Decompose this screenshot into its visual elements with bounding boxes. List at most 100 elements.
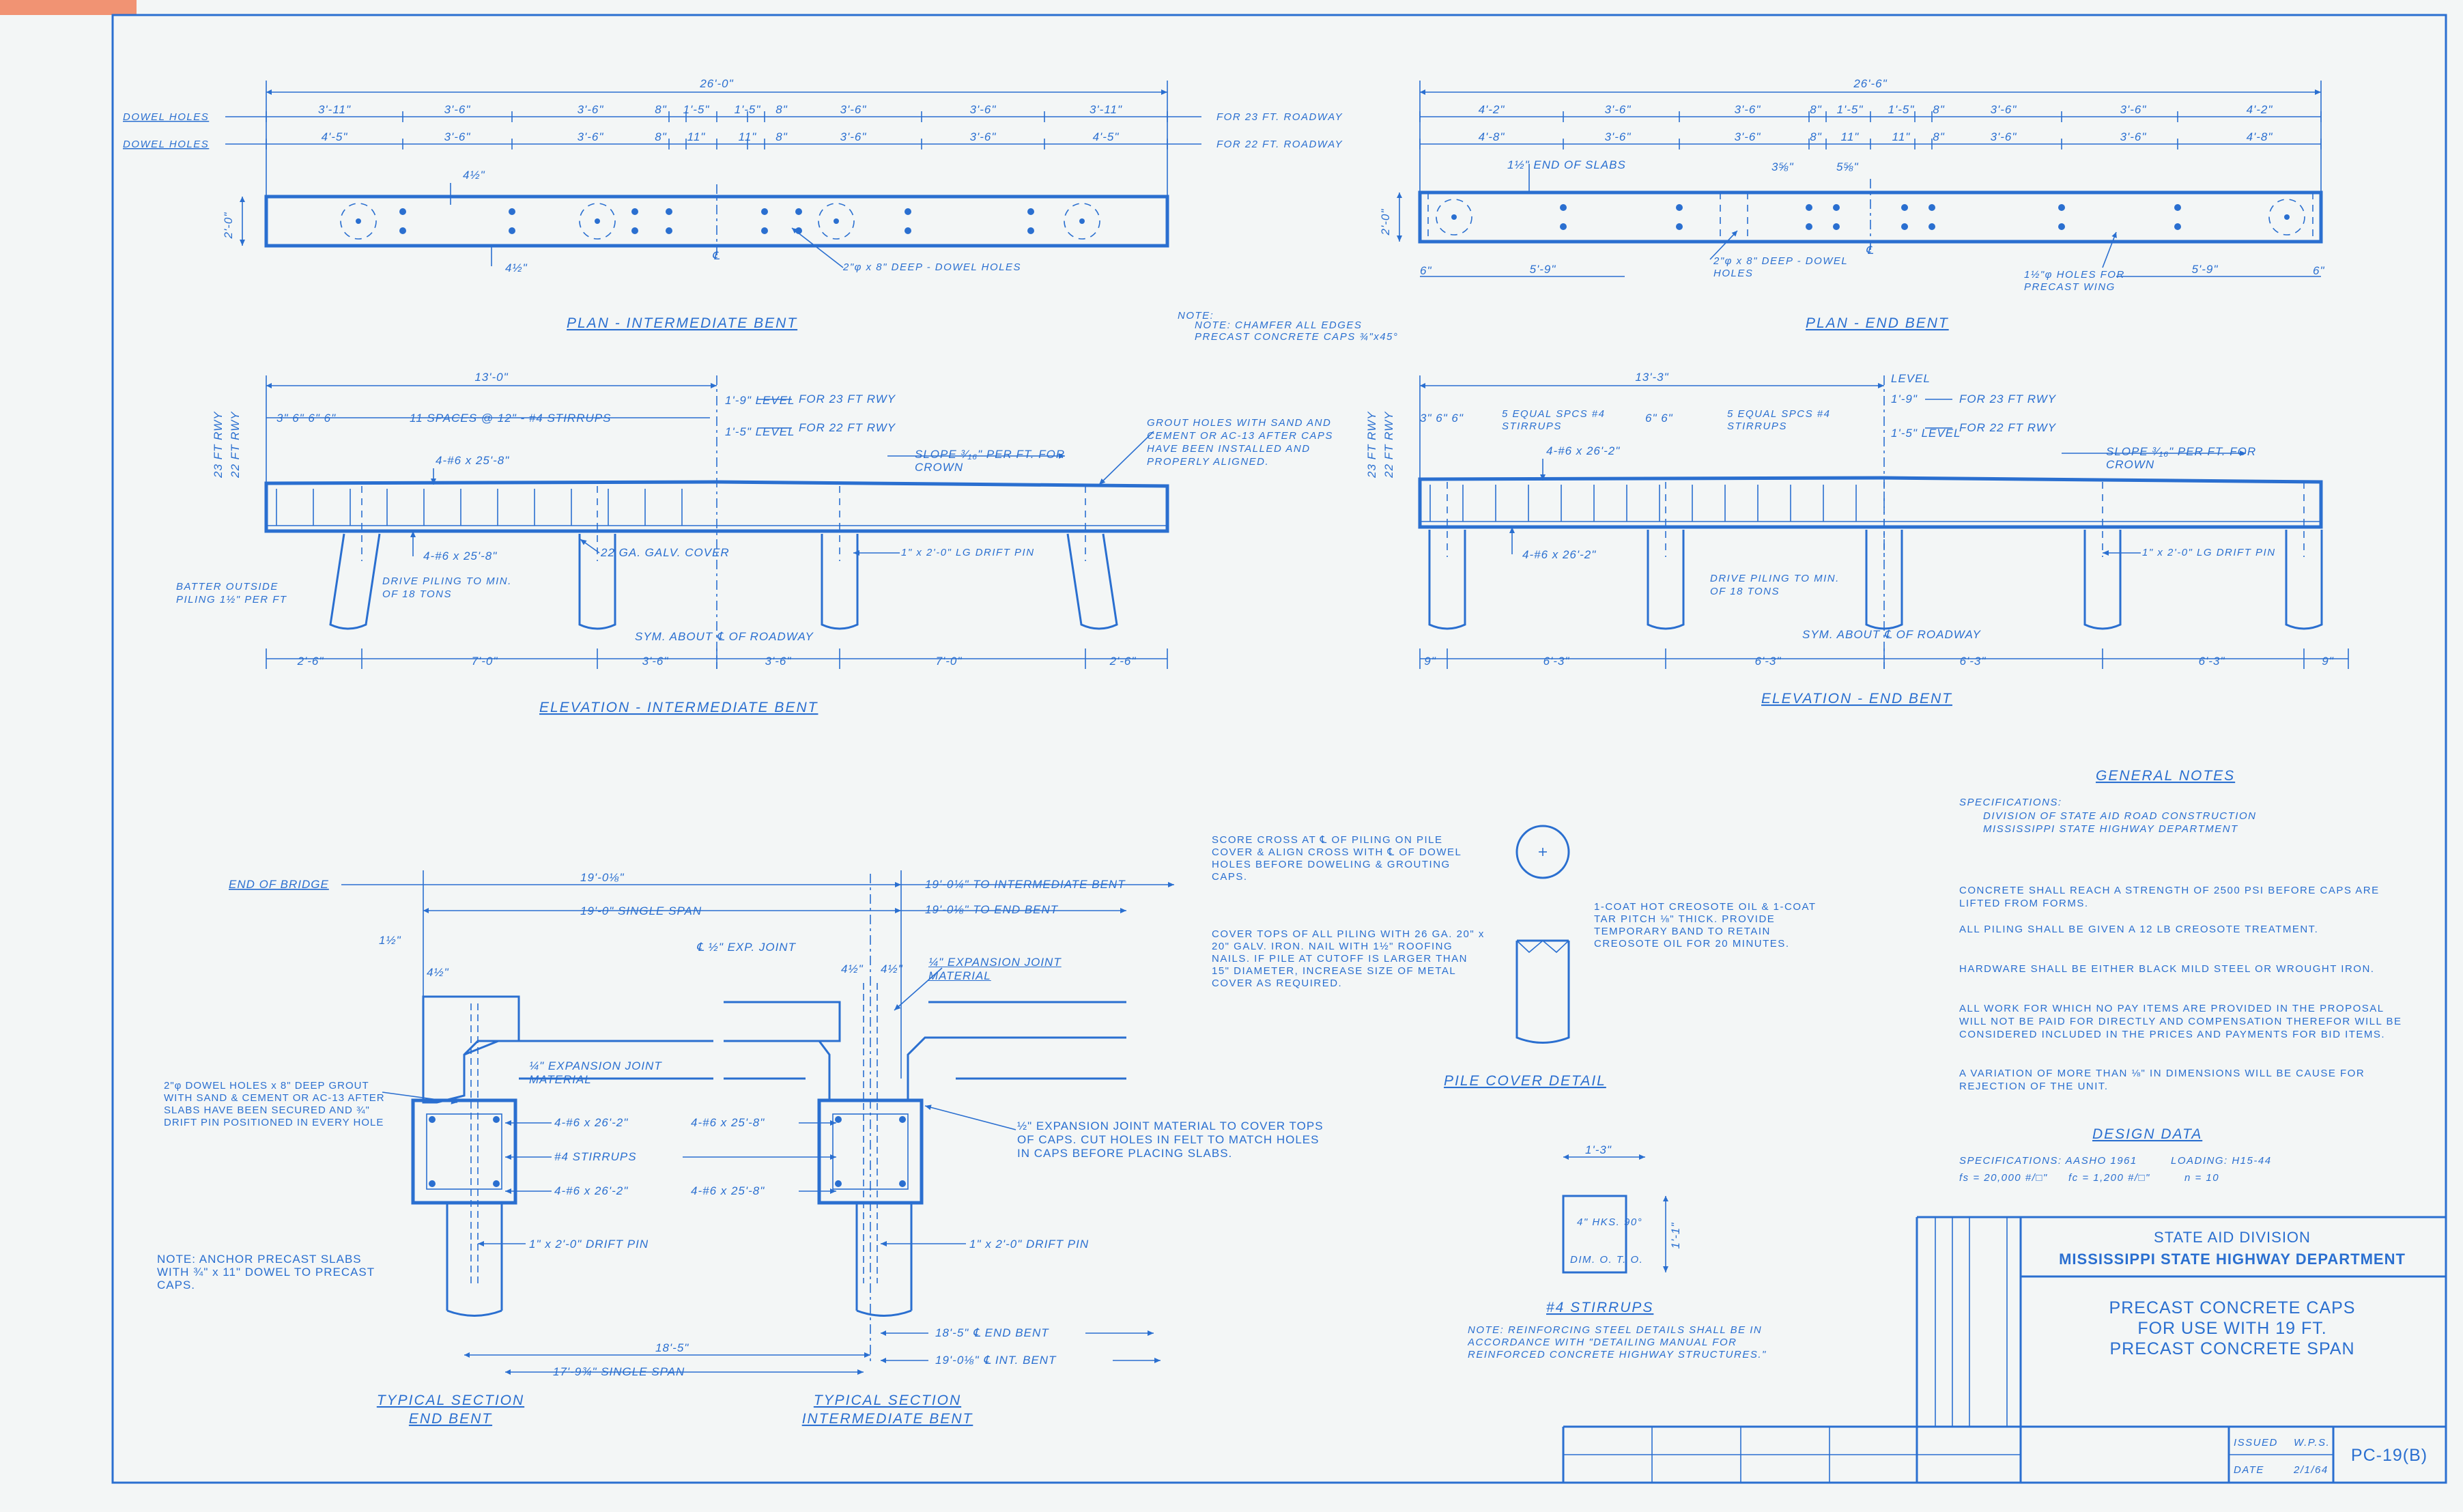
steel-note: NOTE: REINFORCING STEEL DETAILS SHALL BE… — [1468, 1324, 1767, 1360]
dowel-hole — [631, 227, 638, 234]
pile — [821, 534, 859, 630]
drive-note: DRIVE PILING TO MIN. OF 18 TONS — [382, 575, 512, 600]
overall-dim: 26'-0" — [699, 77, 733, 90]
span-dim: 7'-0" — [472, 655, 498, 668]
plan-intermediate-title: PLAN - INTERMEDIATE BENT — [567, 315, 797, 331]
dowel-hole — [795, 208, 802, 215]
pile — [329, 533, 381, 630]
span-dim: 6'-3" — [1960, 655, 1987, 668]
row1-dim: 3'-6" — [1605, 103, 1632, 116]
row2-dim: 11" — [739, 130, 757, 143]
row1-dim: 3'-6" — [840, 103, 867, 116]
design-2: LOADING: H15-44 — [2171, 1155, 2272, 1167]
pile-cover-plan — [1515, 825, 1570, 879]
dowel-hole — [399, 208, 406, 215]
sym-note: SYM. ABOUT ℄ OF ROADWAY — [1802, 628, 1982, 641]
centerline-mark: ℄ — [712, 249, 720, 262]
pile-center — [1451, 214, 1457, 220]
dim-d2: 19'-0" SINGLE SPAN — [580, 904, 702, 917]
section-int-title-2: INTERMEDIATE BENT — [802, 1411, 973, 1427]
dim-4-5: 4½" — [427, 966, 449, 979]
left-rwy-23: 23 FT RWY — [1365, 411, 1378, 479]
elevation-end-title: ELEVATION - END BENT — [1761, 691, 1952, 707]
pile-center — [356, 218, 361, 224]
level-2: 1'-5" LEVEL — [725, 425, 795, 438]
dowel-hole — [666, 227, 672, 234]
dim-1-5: 1½" — [379, 934, 401, 947]
span-dim: 2'-6" — [297, 655, 324, 668]
row1-dim: 8" — [1933, 103, 1945, 116]
span-dim: 6'-3" — [1543, 655, 1570, 668]
end-cap-section — [411, 1098, 517, 1205]
grout-note: GROUT HOLES WITH SAND AND CEMENT OR AC-1… — [1147, 417, 1333, 468]
end-of-bridge: END OF BRIDGE — [229, 878, 329, 891]
design-3: fs = 20,000 #/□" — [1959, 1172, 2048, 1184]
dim-b: 5⅝" — [1836, 160, 1859, 173]
dowel-label-2: DOWEL HOLES — [123, 139, 209, 150]
row2-dim: 11" — [1892, 130, 1911, 143]
end-of-slabs: 1½" END OF SLABS — [1507, 158, 1626, 171]
span-dim: 6'-3" — [2199, 655, 2225, 668]
section-end-title-1: TYPICAL SECTION — [377, 1393, 524, 1408]
row1-dim: 1'-5" — [735, 103, 761, 116]
chamfer-line1: NOTE: — [1178, 310, 1214, 322]
pile — [1066, 533, 1118, 630]
dowel-hole — [509, 208, 515, 215]
dowel-hole — [2174, 204, 2181, 211]
chamfer-note: NOTE: NOTE: CHAMFER ALL EDGES PRECAST CO… — [1178, 310, 1397, 343]
left-rwy-23: 23 FT RWY — [212, 411, 225, 479]
date-label: DATE — [2234, 1464, 2264, 1476]
pile-elevation — [1515, 941, 1570, 1044]
dowel-hole — [631, 208, 638, 215]
dowel-hole — [1806, 204, 1812, 211]
dowel-hole — [1560, 204, 1567, 211]
row1-dim: 8" — [1810, 103, 1822, 116]
pile-cover-detail: SCORE CROSS AT ℄ OF PILING ON PILE COVER… — [1212, 825, 1817, 1089]
level-2: 1'-5" LEVEL — [1891, 427, 1961, 440]
row2-note: FOR 22 FT. ROADWAY — [1216, 139, 1343, 150]
row2-dim: 3'-6" — [970, 130, 997, 143]
pile — [578, 534, 616, 630]
drift-pin-1: 1" x 2'-0" DRIFT PIN — [529, 1238, 649, 1251]
side-dims: 3" 6" 6" — [1420, 412, 1464, 425]
stirrup-height: 1'-1" — [1669, 1223, 1682, 1249]
cover-tops-note: COVER TOPS OF ALL PILING WITH 26 GA. 20"… — [1212, 928, 1485, 989]
wing-callout: 1½"φ HOLES FOR PRECAST WING — [2024, 269, 2125, 293]
design-1: SPECIFICATIONS: AASHO 1961 — [1959, 1155, 2137, 1167]
section-end-title-2: END BENT — [409, 1411, 492, 1427]
bars-end-bot: 4-#6 x 26'-2" — [554, 1184, 628, 1197]
dowel-hole — [1901, 204, 1908, 211]
row1-note: FOR 23 FT. ROADWAY — [1216, 111, 1343, 123]
span-dim: 7'-0" — [936, 655, 963, 668]
typical-sections: END OF BRIDGE 19'-0⅛" 19'-0¼" TO INTERME… — [157, 870, 1323, 1427]
dowel-callout: 2"φ x 8" DEEP - DOWEL HOLES — [1713, 255, 1848, 279]
top-bar: 4-#6 x 25'-8" — [436, 454, 509, 467]
dim-d1: 19'-0⅛" — [580, 871, 624, 884]
note-5: A VARIATION OF MORE THAN ⅛" IN DIMENSION… — [1959, 1068, 2365, 1092]
row2-dim: 11" — [687, 130, 706, 143]
dim-a: 3⅝" — [1771, 160, 1794, 173]
exp-mat-1: ¼" EXPANSION JOINT MATERIAL — [529, 1059, 662, 1086]
left-end-dim: 6" — [1420, 264, 1432, 277]
pile-outline — [1064, 203, 1100, 240]
left-rwy-22: 22 FT RWY — [1382, 411, 1395, 479]
row1-dim: 3'-6" — [1991, 103, 2017, 116]
row1-dim: 3'-6" — [970, 103, 997, 116]
row2-dim: 8" — [655, 130, 667, 143]
half-length: 13'-0" — [474, 371, 508, 384]
bars-int-bot: 4-#6 x 25'-8" — [691, 1184, 765, 1197]
row2-dim: 4'-8" — [2247, 130, 2273, 143]
row1-dim: 3'-6" — [444, 103, 471, 116]
top-bar: 4-#6 x 26'-2" — [1546, 444, 1620, 457]
drawing-title-3: PRECAST CONCRETE SPAN — [2109, 1339, 2354, 1358]
creosote-note: 1-COAT HOT CREOSOTE OIL & 1-COAT TAR PIT… — [1594, 901, 1817, 950]
anchor-note: NOTE: ANCHOR PRECAST SLABS WITH ¾" x 11"… — [157, 1253, 375, 1292]
dim-d5: 18'-5" — [655, 1341, 689, 1354]
drift-pin-note: 1" x 2'-0" LG DRIFT PIN — [901, 547, 1035, 558]
stirrups-left: 5 EQUAL SPCS #4 STIRRUPS — [1502, 408, 1606, 432]
design-4: fc = 1,200 #/□" — [2068, 1172, 2150, 1184]
bars-int-top: 4-#6 x 25'-8" — [691, 1116, 765, 1129]
dim-d4: 19'-0⅛" TO END BENT — [925, 903, 1059, 916]
drawing-title-1: PRECAST CONCRETE CAPS — [2109, 1298, 2356, 1317]
note-2: ALL PILING SHALL BE GIVEN A 12 LB CREOSO… — [1959, 924, 2319, 935]
